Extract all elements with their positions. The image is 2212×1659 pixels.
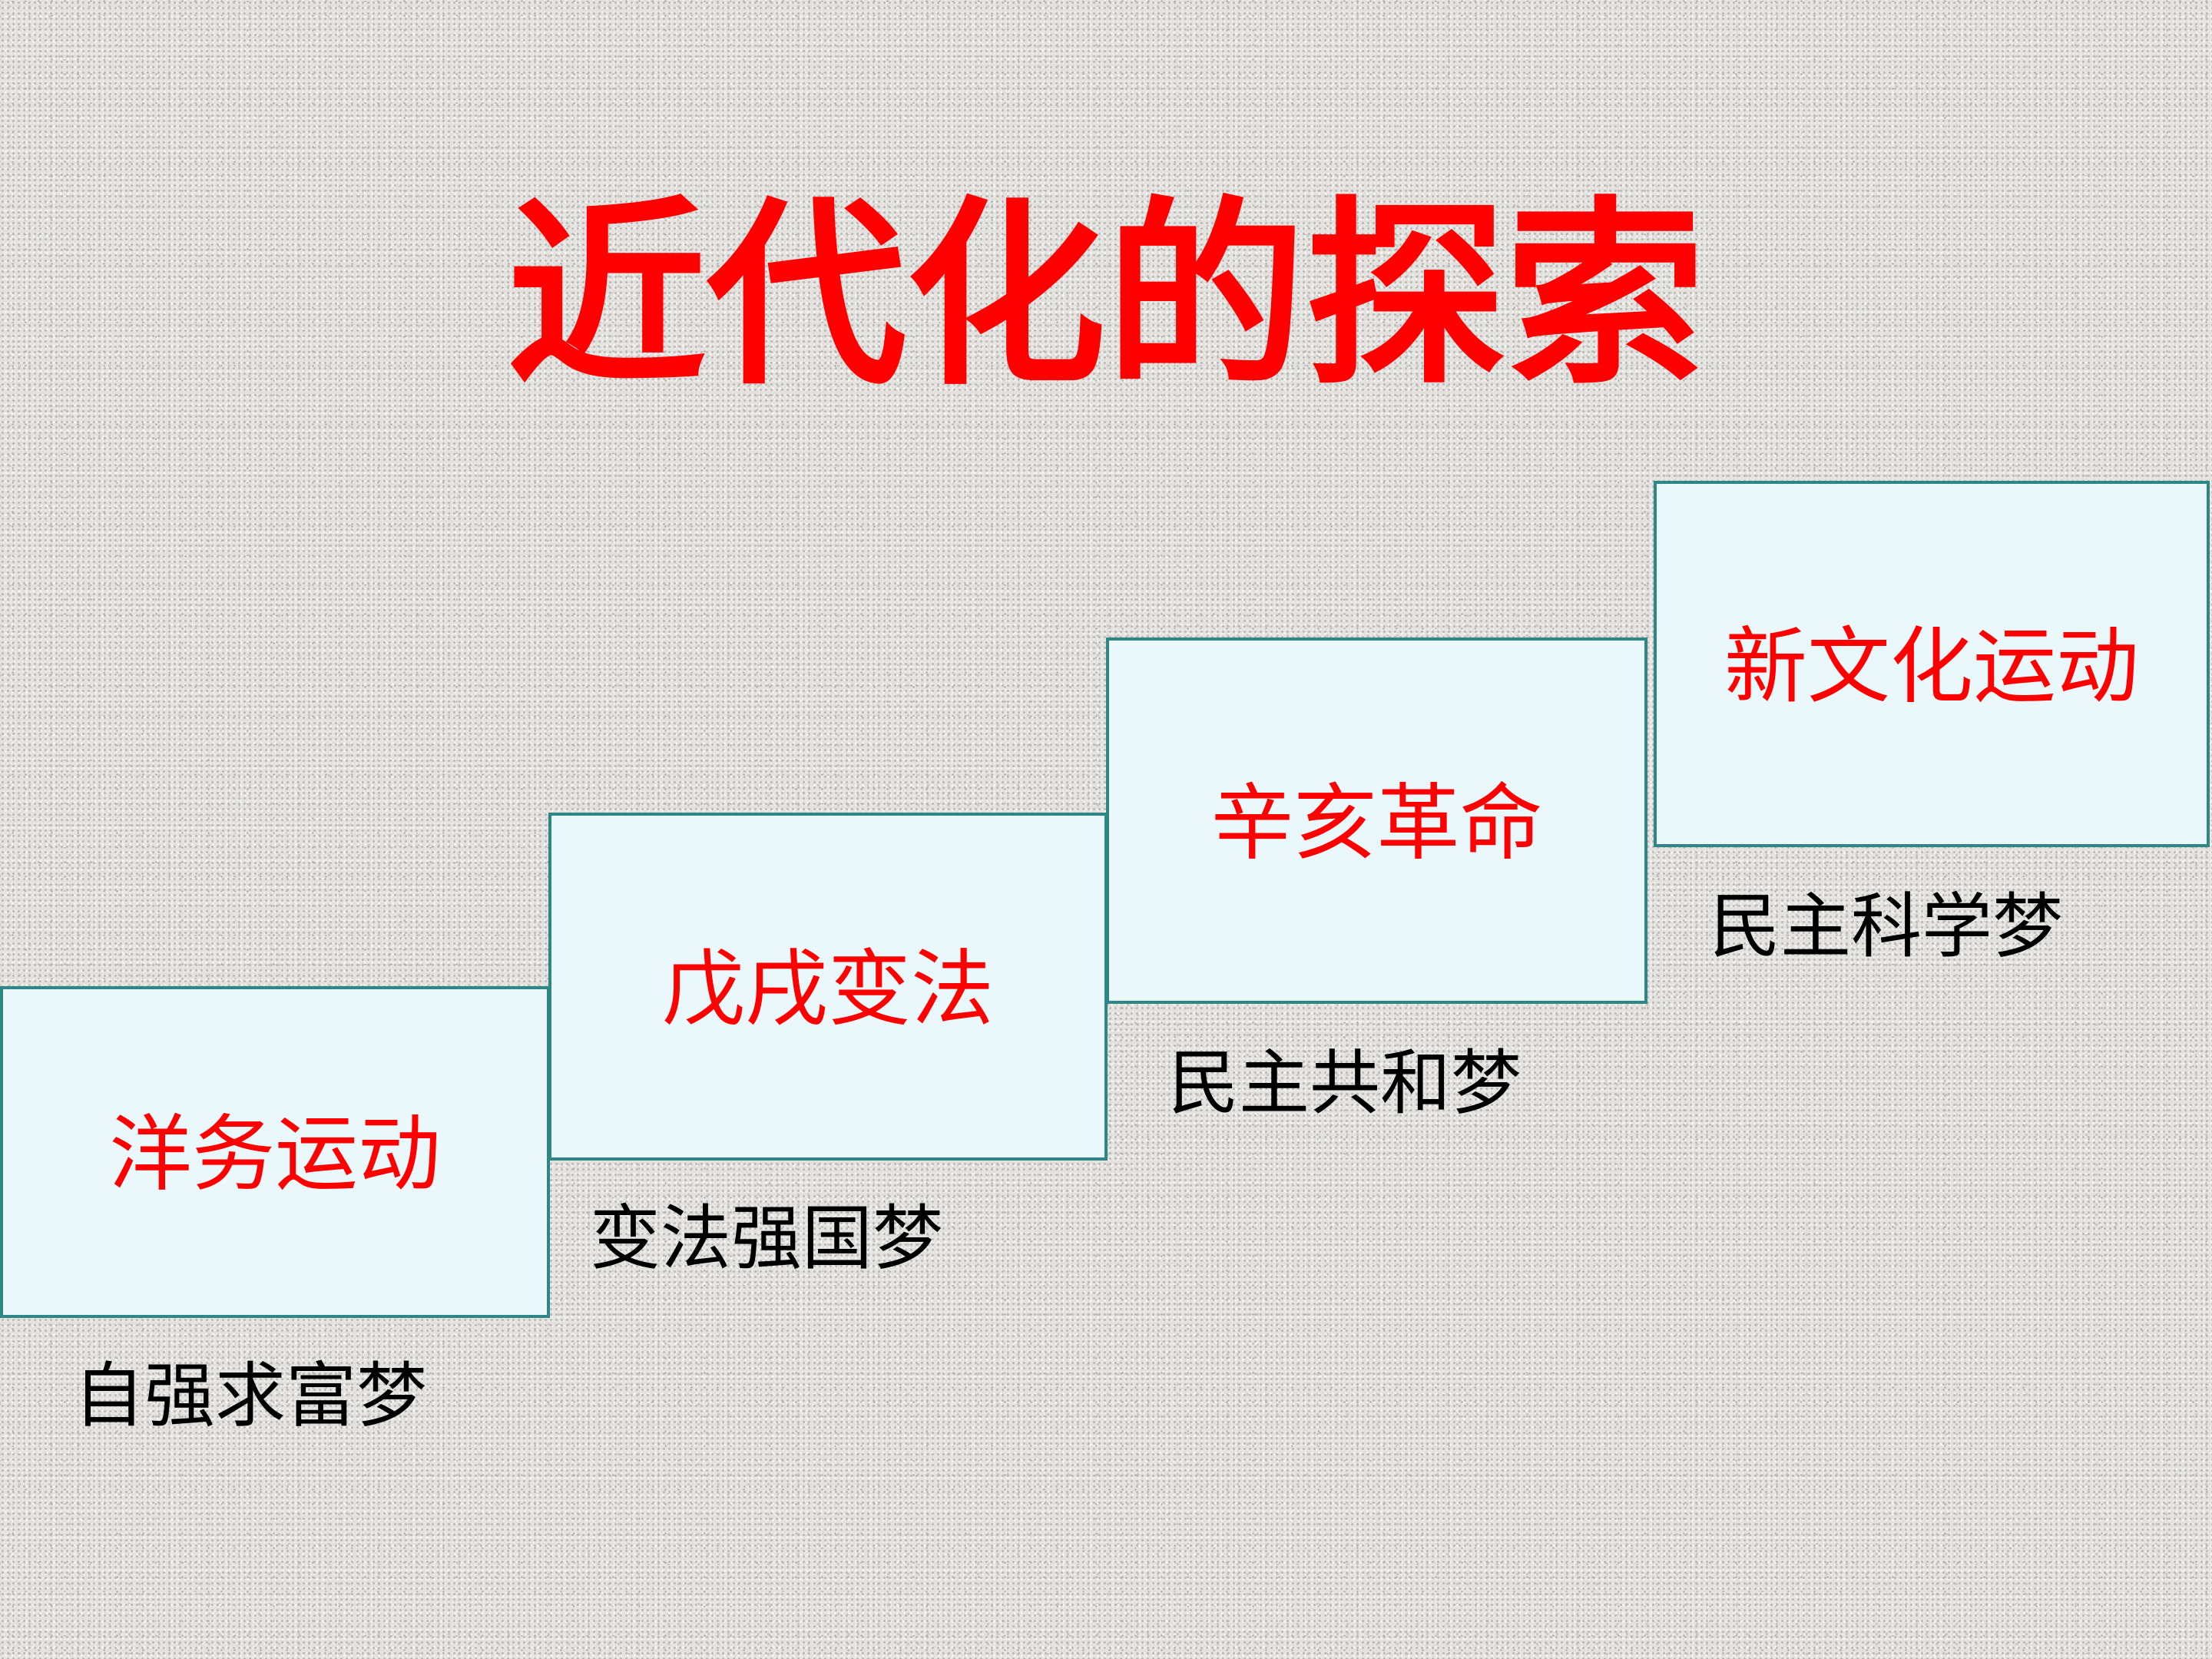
step-box-3: 辛亥革命 xyxy=(1106,637,1647,1004)
step-event-label: 洋务运动 xyxy=(108,1110,441,1201)
step-dream-label: 民主科学梦 xyxy=(1710,888,2064,966)
step-dream-label: 民主共和梦 xyxy=(1168,1045,1522,1123)
step-box-1: 洋务运动 xyxy=(0,986,550,1318)
step-dream-label: 变法强国梦 xyxy=(590,1200,944,1278)
step-dream-label: 自强求富梦 xyxy=(74,1357,428,1435)
step-event-label: 戊戌变法 xyxy=(661,944,994,1036)
slide-title: 近代化的探索 xyxy=(507,178,1705,412)
step-event-label: 辛亥革命 xyxy=(1210,778,1543,870)
step-box-4: 新文化运动 xyxy=(1654,481,2210,847)
step-box-2: 戊戌变法 xyxy=(548,813,1108,1161)
step-event-label: 新文化运动 xyxy=(1724,621,2139,714)
